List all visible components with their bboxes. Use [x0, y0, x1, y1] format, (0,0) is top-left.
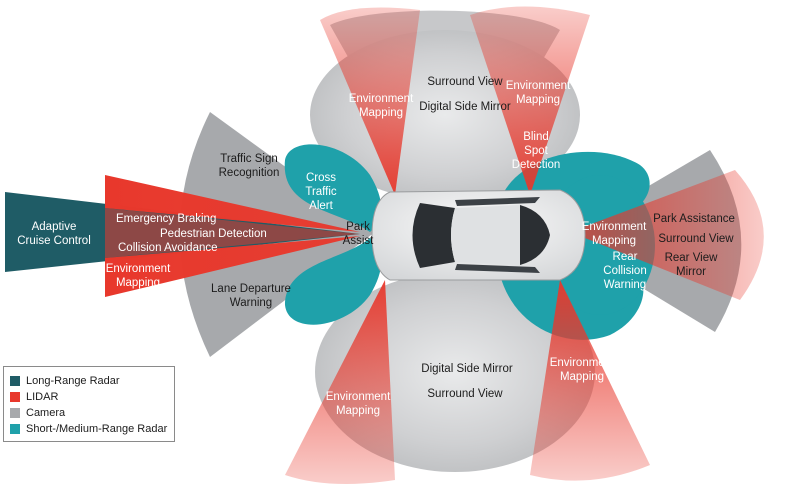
- legend-label: Camera: [26, 406, 66, 419]
- lidar-front-band: [105, 208, 360, 258]
- label-adaptive-cruise-control: Adaptive Cruise Control: [17, 221, 91, 247]
- car: [371, 189, 586, 281]
- label-environment-mapping-rear: Environment Mapping: [581, 221, 647, 247]
- legend-label: LIDAR: [26, 390, 59, 403]
- lidar-top-right: [470, 6, 590, 195]
- label-collision-avoidance: Collision Avoidance: [118, 242, 218, 254]
- legend-swatch: [10, 391, 20, 402]
- label-pedestrian-detection: Pedestrian Detection: [160, 228, 267, 240]
- lidar-bottom-left: [285, 280, 395, 484]
- label-cross-traffic-alert: Cross Traffic Alert: [305, 172, 337, 212]
- lidar-front-upper: [105, 175, 360, 232]
- label-environment-mapping-top-left: Environment Mapping: [348, 93, 414, 119]
- label-surround-view-rear: Surround View: [658, 233, 734, 245]
- label-surround-view-top: Surround View: [427, 76, 503, 88]
- legend-swatch: [10, 375, 20, 386]
- label-rear-collision-warning: Rear Collision Warning: [603, 251, 647, 291]
- radar-short-front-bottom: [285, 238, 382, 325]
- label-digital-side-mirror-top: Digital Side Mirror: [419, 101, 511, 113]
- label-traffic-sign-recognition: Traffic Sign Recognition: [218, 153, 280, 179]
- legend-item-camera: Camera: [10, 405, 168, 420]
- legend-swatch: [10, 407, 20, 418]
- label-blind-spot-detection: Blind Spot Detection: [511, 131, 561, 171]
- label-park-assistance: Park Assistance: [653, 213, 735, 225]
- car-side-window-bottom: [455, 264, 540, 273]
- car-roof: [451, 205, 520, 265]
- car-windshield: [412, 203, 455, 268]
- car-side-window-top: [455, 197, 540, 206]
- legend-item-short-medium-radar: Short-/Medium-Range Radar: [10, 421, 168, 436]
- lidar-rear: [570, 170, 764, 300]
- legend-item-lidar: LIDAR: [10, 389, 168, 404]
- lidar-bottom-right: [530, 280, 650, 481]
- legend-item-long-range-radar: Long-Range Radar: [10, 373, 168, 388]
- label-park-assist: Park Assist: [342, 221, 374, 247]
- label-environment-mapping-front: Environment Mapping: [105, 263, 171, 289]
- label-environment-mapping-bottom-right: Environment Mapping: [549, 357, 615, 383]
- lidar-top-left: [320, 7, 420, 195]
- legend-swatch: [10, 423, 20, 434]
- legend-label: Short-/Medium-Range Radar: [26, 422, 168, 435]
- label-rear-view-mirror: Rear View Mirror: [664, 252, 718, 278]
- label-digital-side-mirror-bottom: Digital Side Mirror: [421, 363, 513, 375]
- car-rear-window: [520, 205, 550, 265]
- label-surround-view-bottom: Surround View: [427, 388, 503, 400]
- label-emergency-braking: Emergency Braking: [116, 213, 217, 225]
- label-lane-departure-warning: Lane Departure Warning: [211, 283, 291, 309]
- legend-label: Long-Range Radar: [26, 374, 120, 387]
- lidar-front-lower: [105, 236, 360, 297]
- label-environment-mapping-bottom-left: Environment Mapping: [325, 391, 391, 417]
- radar-short-front-top: [284, 144, 382, 232]
- label-environment-mapping-top-right: Environment Mapping: [505, 80, 571, 106]
- legend: Long-Range Radar LIDAR Camera Short-/Med…: [3, 366, 175, 442]
